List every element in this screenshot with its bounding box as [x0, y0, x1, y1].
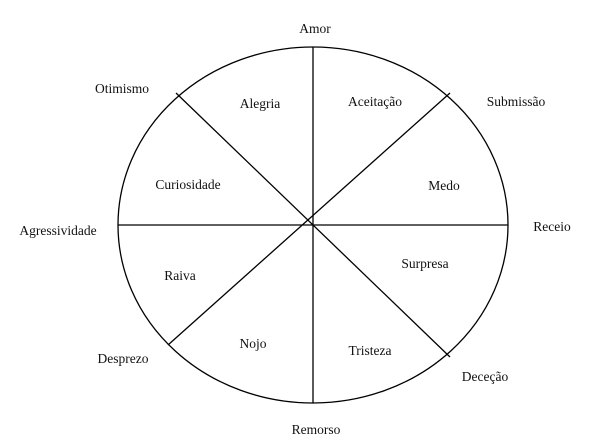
sector-label-surpresa: Surpresa [401, 256, 448, 271]
divider-diagonal-upper-left [175, 92, 451, 358]
outer-label-otimismo: Otimismo [95, 81, 149, 96]
sector-label-aceitacao: Aceitação [348, 94, 402, 109]
divider-diagonal-upper-right [167, 92, 451, 346]
sector-label-curiosidade: Curiosidade [155, 177, 220, 192]
sector-label-medo: Medo [428, 178, 460, 193]
outer-label-agressividade: Agressividade [19, 223, 96, 238]
sector-label-nojo: Nojo [240, 336, 267, 351]
outer-label-submissao: Submissão [487, 94, 546, 109]
outer-label-receio: Receio [533, 219, 571, 234]
outer-label-decepcao: Deceção [462, 369, 509, 384]
sector-label-alegria: Alegria [240, 96, 280, 111]
sector-label-raiva: Raiva [164, 268, 196, 283]
sector-label-tristeza: Tristeza [349, 343, 392, 358]
outer-label-amor: Amor [299, 21, 331, 36]
outer-label-desprezo: Desprezo [98, 351, 149, 366]
outer-label-remorso: Remorso [292, 422, 341, 437]
